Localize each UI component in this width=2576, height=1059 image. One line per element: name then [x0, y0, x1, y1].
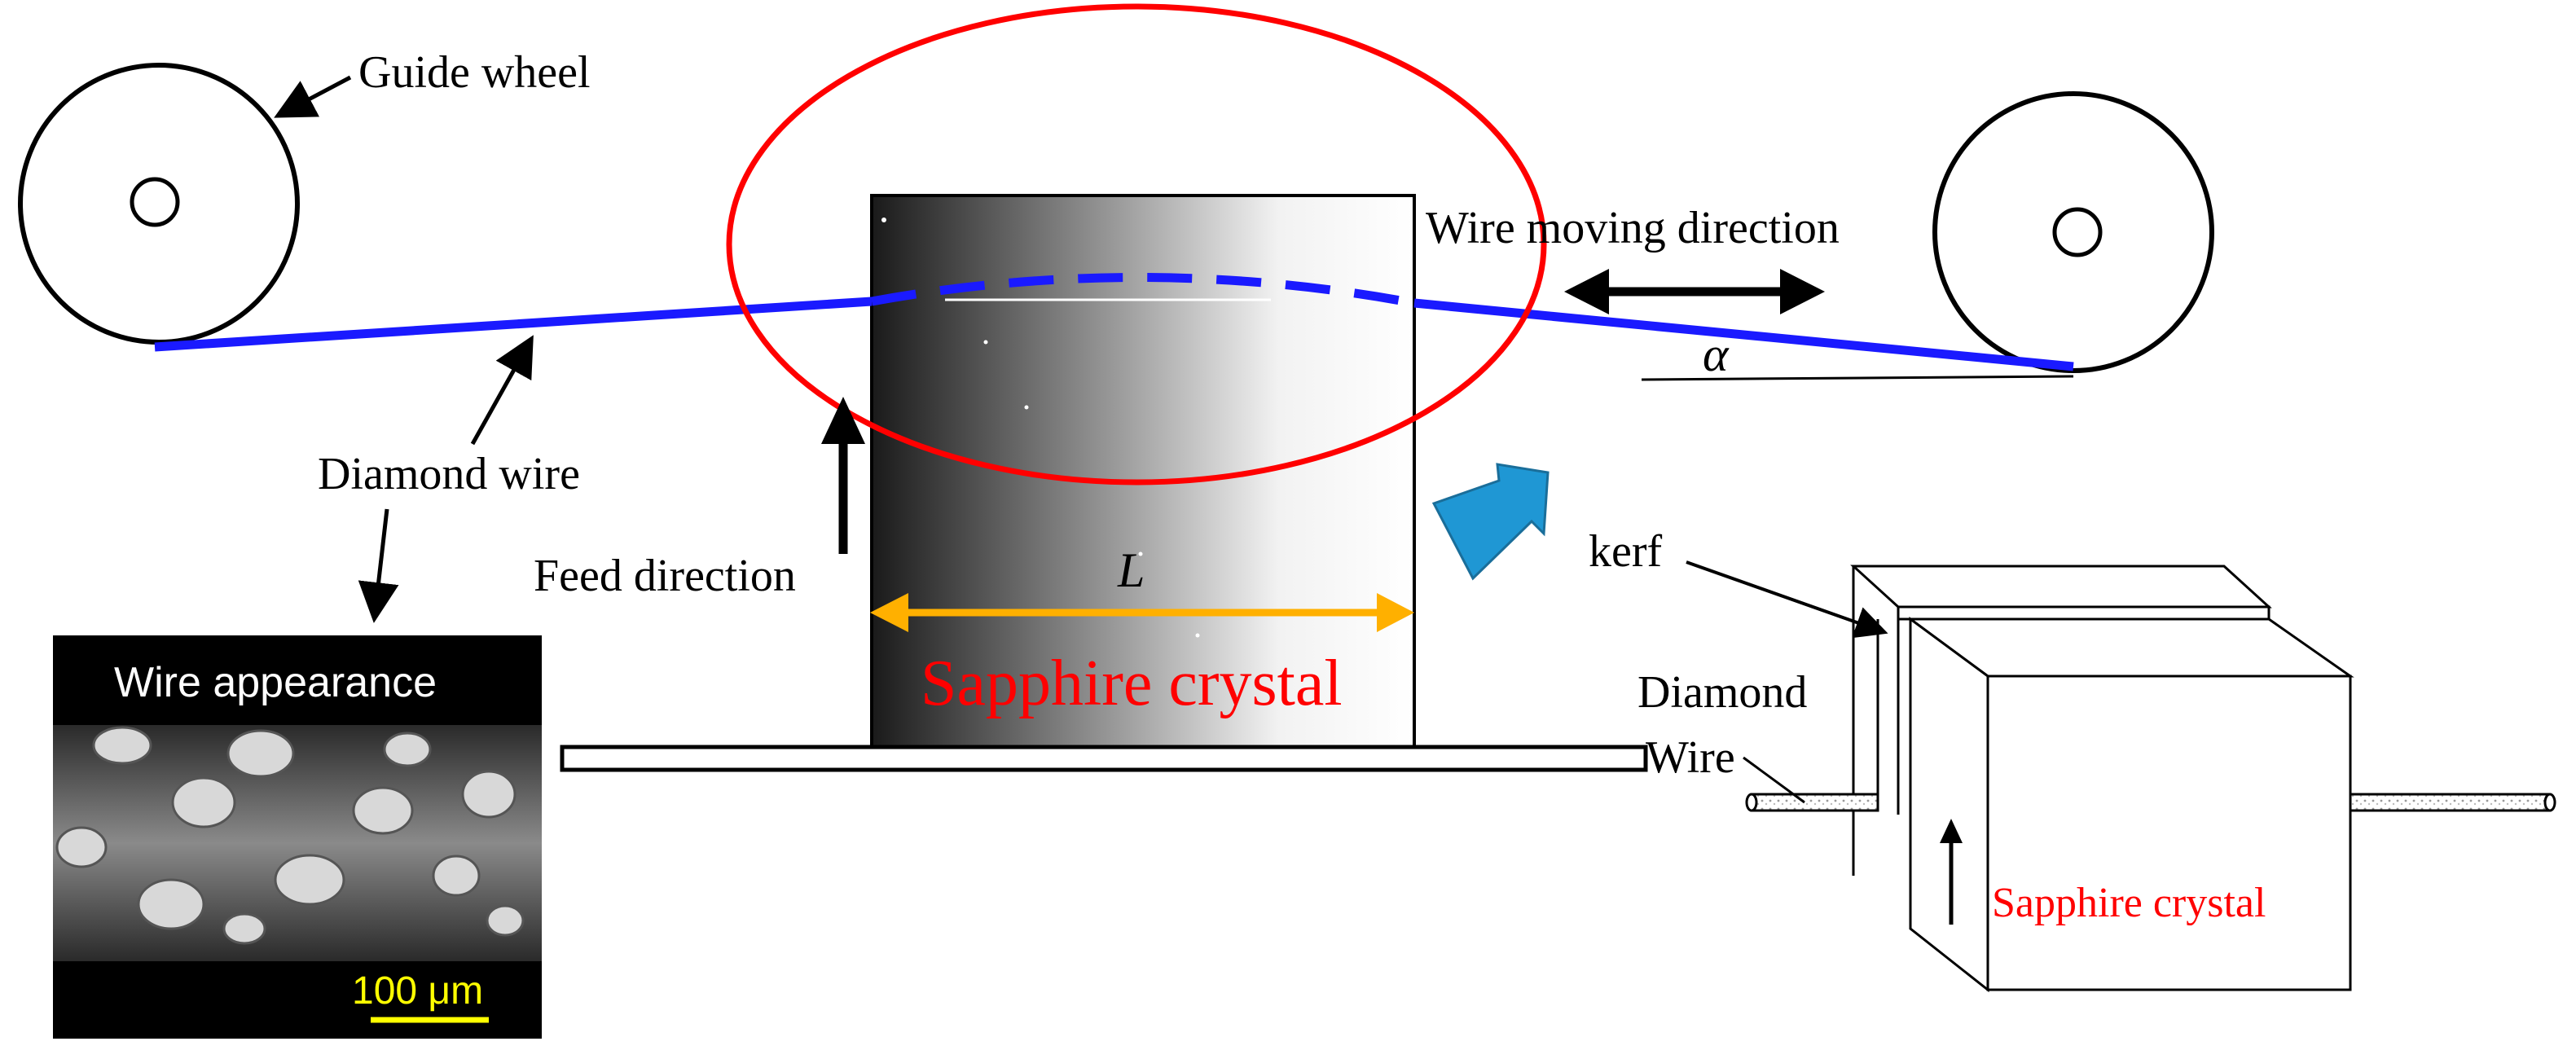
diamond-wire-detail-label-line1: Diamond: [1637, 667, 1807, 718]
detail-feed-arrow: [1940, 819, 1963, 925]
scale-bar-label: 100 μm: [352, 969, 483, 1013]
diamond-grit-particles: [55, 726, 525, 945]
right-guide-wheel: [1932, 91, 2214, 373]
diamond-wire-label: Diamond wire: [318, 449, 580, 499]
contact-zone-highlight: [726, 3, 1547, 486]
feed-direction-label: Feed direction: [534, 551, 796, 601]
guide-wheel-label: Guide wheel: [358, 47, 591, 98]
right-wheel-hub-icon: [2052, 207, 2103, 257]
feed-direction-arrow: [821, 397, 865, 554]
wire-appearance-label: Wire appearance: [114, 659, 437, 706]
base-plate: [560, 745, 1648, 772]
guide-wheel-pointer-arrow: [274, 75, 352, 118]
kerf-pointer-arrow: [1686, 560, 1888, 639]
sapphire-crystal-detail-label: Sapphire crystal: [1992, 880, 2266, 926]
diamond-wire-detail-label-line2: Wire: [1646, 732, 1735, 783]
left-wheel-hub-icon: [130, 177, 180, 227]
sapphire-crystal-label: Sapphire crystal: [921, 648, 1343, 719]
diamond-wire-in-crystal: [871, 273, 1415, 308]
length-dimension-arrow: [870, 593, 1414, 632]
kerf-detail-drawing: [1745, 565, 2556, 993]
blue-block-arrow-icon: [1431, 463, 1550, 581]
alpha-label: α: [1703, 327, 1730, 381]
left-guide-wheel: [18, 63, 300, 345]
wire-moving-direction-arrow: [1564, 269, 1825, 314]
diamond-wire-left: [154, 297, 873, 352]
alpha-reference-line: [1641, 375, 2074, 381]
length-label: L: [1117, 543, 1145, 597]
diamond-wire-pointer-arrow: [470, 335, 534, 446]
wire-appearance-micrograph: Wire appearance 100 μm: [53, 635, 542, 1039]
wire-moving-direction-label: Wire moving direction: [1426, 203, 1840, 253]
wire-appearance-pointer-arrow: [358, 508, 399, 623]
kerf-label: kerf: [1589, 526, 1663, 577]
diamond-wire-detail-pointer: [1743, 756, 1805, 804]
